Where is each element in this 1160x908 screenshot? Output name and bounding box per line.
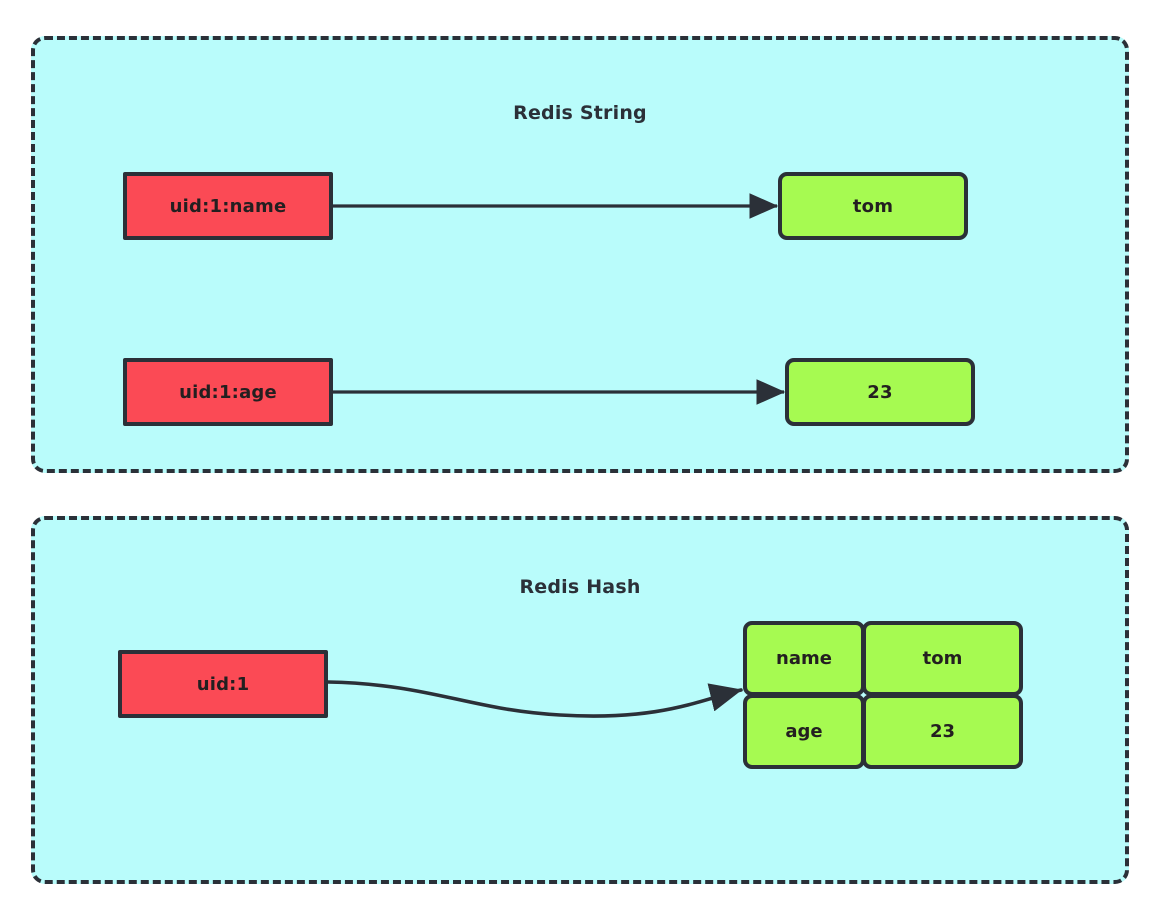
hash-cell-field-name[interactable]: name xyxy=(743,621,865,696)
key-box-uid-1-age[interactable]: uid:1:age xyxy=(123,358,333,426)
value-box-tom[interactable]: tom xyxy=(778,172,968,240)
hash-cell-field-age[interactable]: age xyxy=(743,694,865,769)
key-box-uid-1-name[interactable]: uid:1:name xyxy=(123,172,333,240)
panel-title-redis-hash: Redis Hash xyxy=(519,576,641,598)
value-box-23[interactable]: 23 xyxy=(785,358,975,426)
hash-cell-value-tom[interactable]: tom xyxy=(862,621,1023,696)
key-box-uid-1[interactable]: uid:1 xyxy=(118,650,328,718)
hash-cell-value-23[interactable]: 23 xyxy=(862,694,1023,769)
panel-title-redis-string: Redis String xyxy=(513,102,647,124)
